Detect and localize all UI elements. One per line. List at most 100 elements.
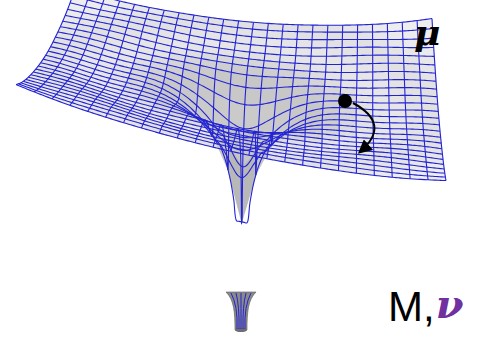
- grid-line: [231, 22, 253, 224]
- mesh-patch: [373, 72, 389, 81]
- mesh-patch: [298, 25, 314, 32]
- grid-line: [38, 66, 440, 138]
- mesh-patch: [406, 110, 423, 117]
- mesh-patch: [373, 55, 389, 63]
- grid-line: [372, 24, 374, 175]
- mass-symbol: μ: [414, 14, 440, 50]
- mesh-patch: [312, 32, 327, 40]
- mesh-patch: [343, 25, 358, 32]
- mass-label: M,: [388, 286, 435, 328]
- mesh-patch: [227, 156, 242, 222]
- mesh-patch: [280, 47, 296, 56]
- mesh-patch: [389, 95, 405, 103]
- mesh-patch: [327, 32, 342, 40]
- mesh-patch: [404, 72, 420, 81]
- mesh-patch: [261, 76, 278, 88]
- grid-line: [387, 24, 392, 178]
- grid-line: [303, 25, 313, 165]
- mesh-patch: [358, 32, 373, 40]
- grid-line: [241, 293, 242, 329]
- mesh-patch: [357, 72, 373, 81]
- grid-line: [213, 21, 239, 170]
- mesh-patch: [311, 56, 327, 64]
- mesh-patch: [404, 64, 420, 73]
- mesh-patch: [373, 103, 390, 110]
- mesh-patch: [373, 32, 388, 40]
- grid-line: [33, 72, 442, 149]
- grid-line: [124, 10, 165, 123]
- mesh-patch: [342, 32, 357, 39]
- mesh-patch: [388, 39, 404, 47]
- mesh-patch: [326, 64, 342, 72]
- mesh-patch: [357, 88, 373, 96]
- mesh-patch: [312, 40, 328, 48]
- grid-line: [402, 22, 410, 179]
- orbiting-ball: [338, 94, 352, 108]
- mesh-patch: [297, 32, 313, 40]
- mesh-patch: [160, 89, 179, 103]
- mesh-patch: [357, 47, 372, 55]
- grid-line: [236, 293, 239, 329]
- mesh-patch: [388, 55, 404, 63]
- orbit-arrow: [353, 103, 374, 152]
- grid-line: [23, 81, 444, 169]
- mesh-patch: [244, 105, 260, 129]
- mesh-patch: [373, 40, 388, 48]
- mesh-patch: [388, 72, 404, 80]
- throat-tube: [226, 292, 256, 330]
- mesh-patch: [358, 24, 373, 32]
- mesh-patch: [282, 31, 298, 39]
- mesh-patch: [357, 80, 373, 88]
- mesh-patch: [357, 40, 372, 48]
- mesh-patch: [342, 40, 357, 48]
- mesh-patch: [388, 47, 404, 55]
- mesh-patch: [341, 80, 357, 88]
- mesh-patch: [389, 110, 406, 117]
- mesh-patch: [389, 117, 406, 123]
- mesh-patch: [373, 63, 389, 72]
- mesh-patch: [293, 78, 310, 87]
- mesh-patch: [373, 110, 390, 117]
- mesh-patch: [373, 96, 389, 103]
- mesh-patch: [327, 48, 343, 57]
- mesh-patch: [327, 40, 343, 48]
- mesh-patch: [296, 39, 312, 47]
- grid-line: [18, 84, 445, 177]
- grid-line: [285, 25, 298, 162]
- mesh-patch: [405, 88, 421, 96]
- mesh-patch: [311, 48, 327, 56]
- mesh-patch: [341, 72, 357, 80]
- grid-line: [21, 83, 445, 174]
- mesh-patch: [404, 56, 420, 65]
- mesh-patch: [357, 64, 373, 73]
- mesh-patch: [388, 31, 403, 40]
- mesh-patch: [389, 88, 405, 96]
- mesh-patch: [373, 80, 389, 88]
- grid-line: [245, 293, 251, 329]
- mesh-patch: [389, 80, 405, 88]
- mesh-patch: [341, 64, 357, 73]
- mesh-patch: [404, 80, 420, 88]
- mesh-patch: [389, 103, 406, 110]
- mesh-patch: [296, 48, 312, 57]
- mesh-patch: [405, 95, 422, 103]
- mesh-patch: [357, 55, 373, 64]
- mesh-patch: [323, 94, 340, 102]
- funnel-throat: [226, 292, 256, 332]
- mesh-patch: [373, 47, 389, 55]
- grid-line: [231, 293, 237, 329]
- mesh-patch: [245, 87, 261, 104]
- mesh-patch: [406, 117, 423, 124]
- mesh-patch: [326, 56, 342, 65]
- mesh-patch: [342, 56, 358, 65]
- mesh-patch: [419, 56, 435, 65]
- grid-line: [16, 85, 446, 181]
- mesh-patch: [281, 39, 297, 48]
- mesh-patch: [313, 25, 328, 32]
- mesh-patch: [246, 75, 262, 89]
- curved-mesh: [16, 0, 446, 224]
- grid-line: [28, 77, 443, 159]
- grid-line: [321, 25, 328, 168]
- mesh-patch: [388, 63, 404, 71]
- grid-line: [141, 13, 179, 128]
